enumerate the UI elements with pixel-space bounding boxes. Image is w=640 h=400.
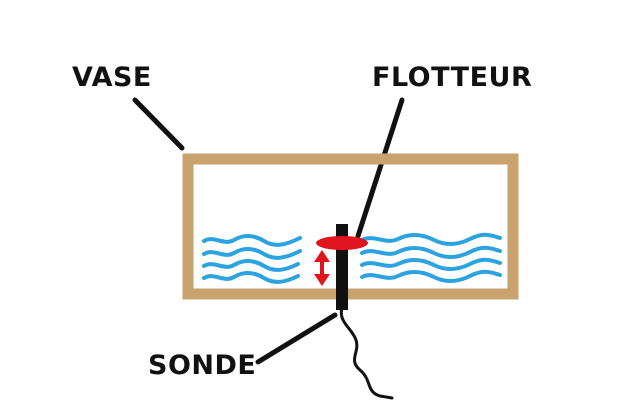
float xyxy=(316,236,368,250)
water-waves-left xyxy=(202,234,302,284)
label-vase: VASE xyxy=(72,62,152,93)
vase-frame xyxy=(182,153,519,300)
leader-line-sonde xyxy=(255,312,338,365)
label-sonde: SONDE xyxy=(148,350,257,381)
double-vertical-arrow-icon xyxy=(314,250,330,286)
leader-line-vase xyxy=(132,97,185,151)
label-flotteur: FLOTTEUR xyxy=(372,62,533,93)
water-waves-right xyxy=(360,232,502,283)
leader-line-flotteur xyxy=(355,97,405,239)
probe-cable xyxy=(339,306,394,400)
